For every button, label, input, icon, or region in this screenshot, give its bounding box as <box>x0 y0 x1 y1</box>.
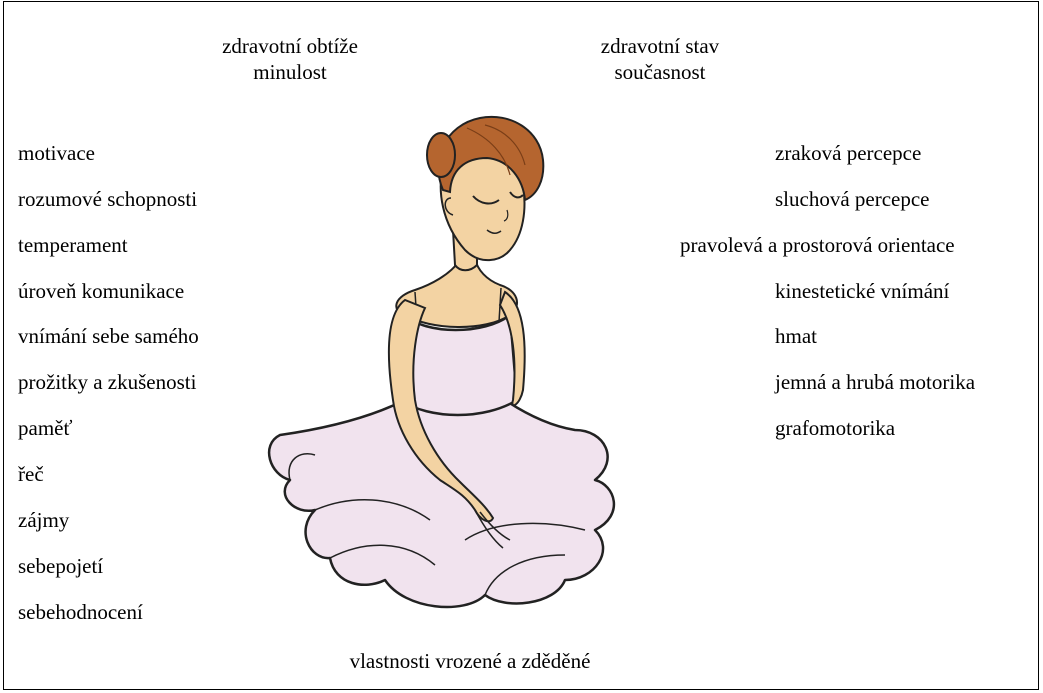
left-item: zájmy <box>18 507 69 533</box>
right-item: jemná a hrubá motorika <box>775 369 975 395</box>
left-item: úroveň komunikace <box>18 278 184 304</box>
right-item: zraková percepce <box>775 140 921 166</box>
right-item: pravolevá a prostorová orientace <box>680 232 955 258</box>
past-line1: zdravotní obtíže <box>185 33 395 59</box>
left-item: temperament <box>18 232 128 258</box>
past-line2: minulost <box>185 59 395 85</box>
present-health-state-label: zdravotní stav současnost <box>560 33 760 85</box>
left-item: rozumové schopnosti <box>18 186 197 212</box>
hair-bun <box>427 133 455 177</box>
girl-illustration <box>255 100 635 645</box>
right-item: sluchová percepce <box>775 186 930 212</box>
dress-skirt <box>269 400 614 607</box>
left-item: řeč <box>18 461 44 487</box>
left-item: paměť <box>18 415 72 441</box>
present-line2: současnost <box>560 59 760 85</box>
right-item: grafomotorika <box>775 415 895 441</box>
past-health-issues-label: zdravotní obtíže minulost <box>185 33 395 85</box>
left-item: sebehodnocení <box>18 599 143 625</box>
present-line1: zdravotní stav <box>560 33 760 59</box>
left-item: vnímání sebe samého <box>18 323 199 349</box>
innate-inherited-caption: vlastnosti vrozené a zděděné <box>270 648 670 674</box>
left-item: sebepojetí <box>18 553 103 579</box>
right-item: kinestetické vnímání <box>775 278 949 304</box>
right-item: hmat <box>775 323 817 349</box>
left-item: motivace <box>18 140 95 166</box>
left-item: prožitky a zkušenosti <box>18 369 196 395</box>
